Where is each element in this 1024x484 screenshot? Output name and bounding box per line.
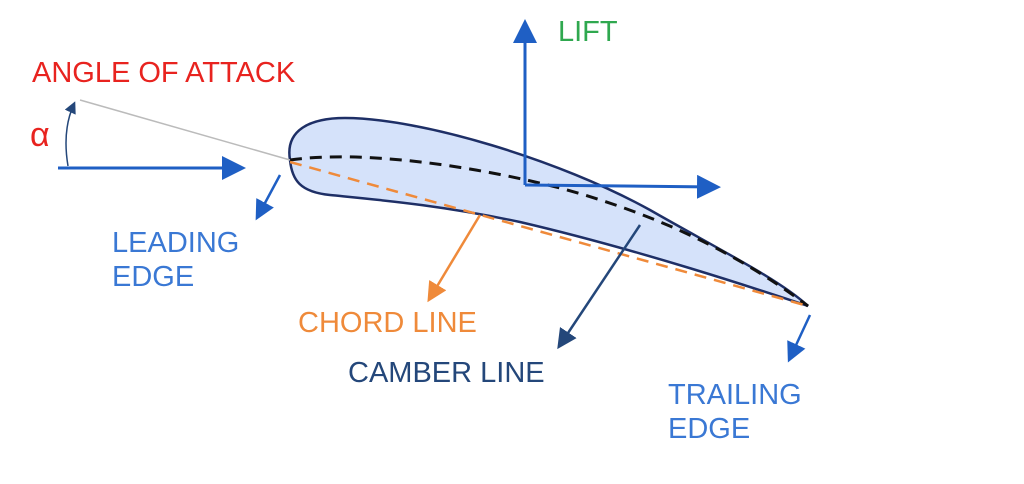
alpha-label: α [30,116,50,154]
chord-line-label: CHORD LINE [298,307,477,339]
airfoil [288,116,809,308]
camber-line-pointer [557,224,642,350]
angle-of-attack-label: ANGLE OF ATTACK [32,57,296,89]
leading-edge-pointer [255,174,282,221]
chord-line [289,160,809,308]
relative-wind-reference [79,99,291,161]
alpha-arc-icon [64,101,76,167]
chord-line-pointer [427,214,482,303]
drag-arrow [524,174,721,199]
camber-line-label: CAMBER LINE [348,357,545,389]
camber-line [289,155,809,308]
lift-label: LIFT [558,16,618,48]
trailing-edge-pointer [787,314,812,363]
